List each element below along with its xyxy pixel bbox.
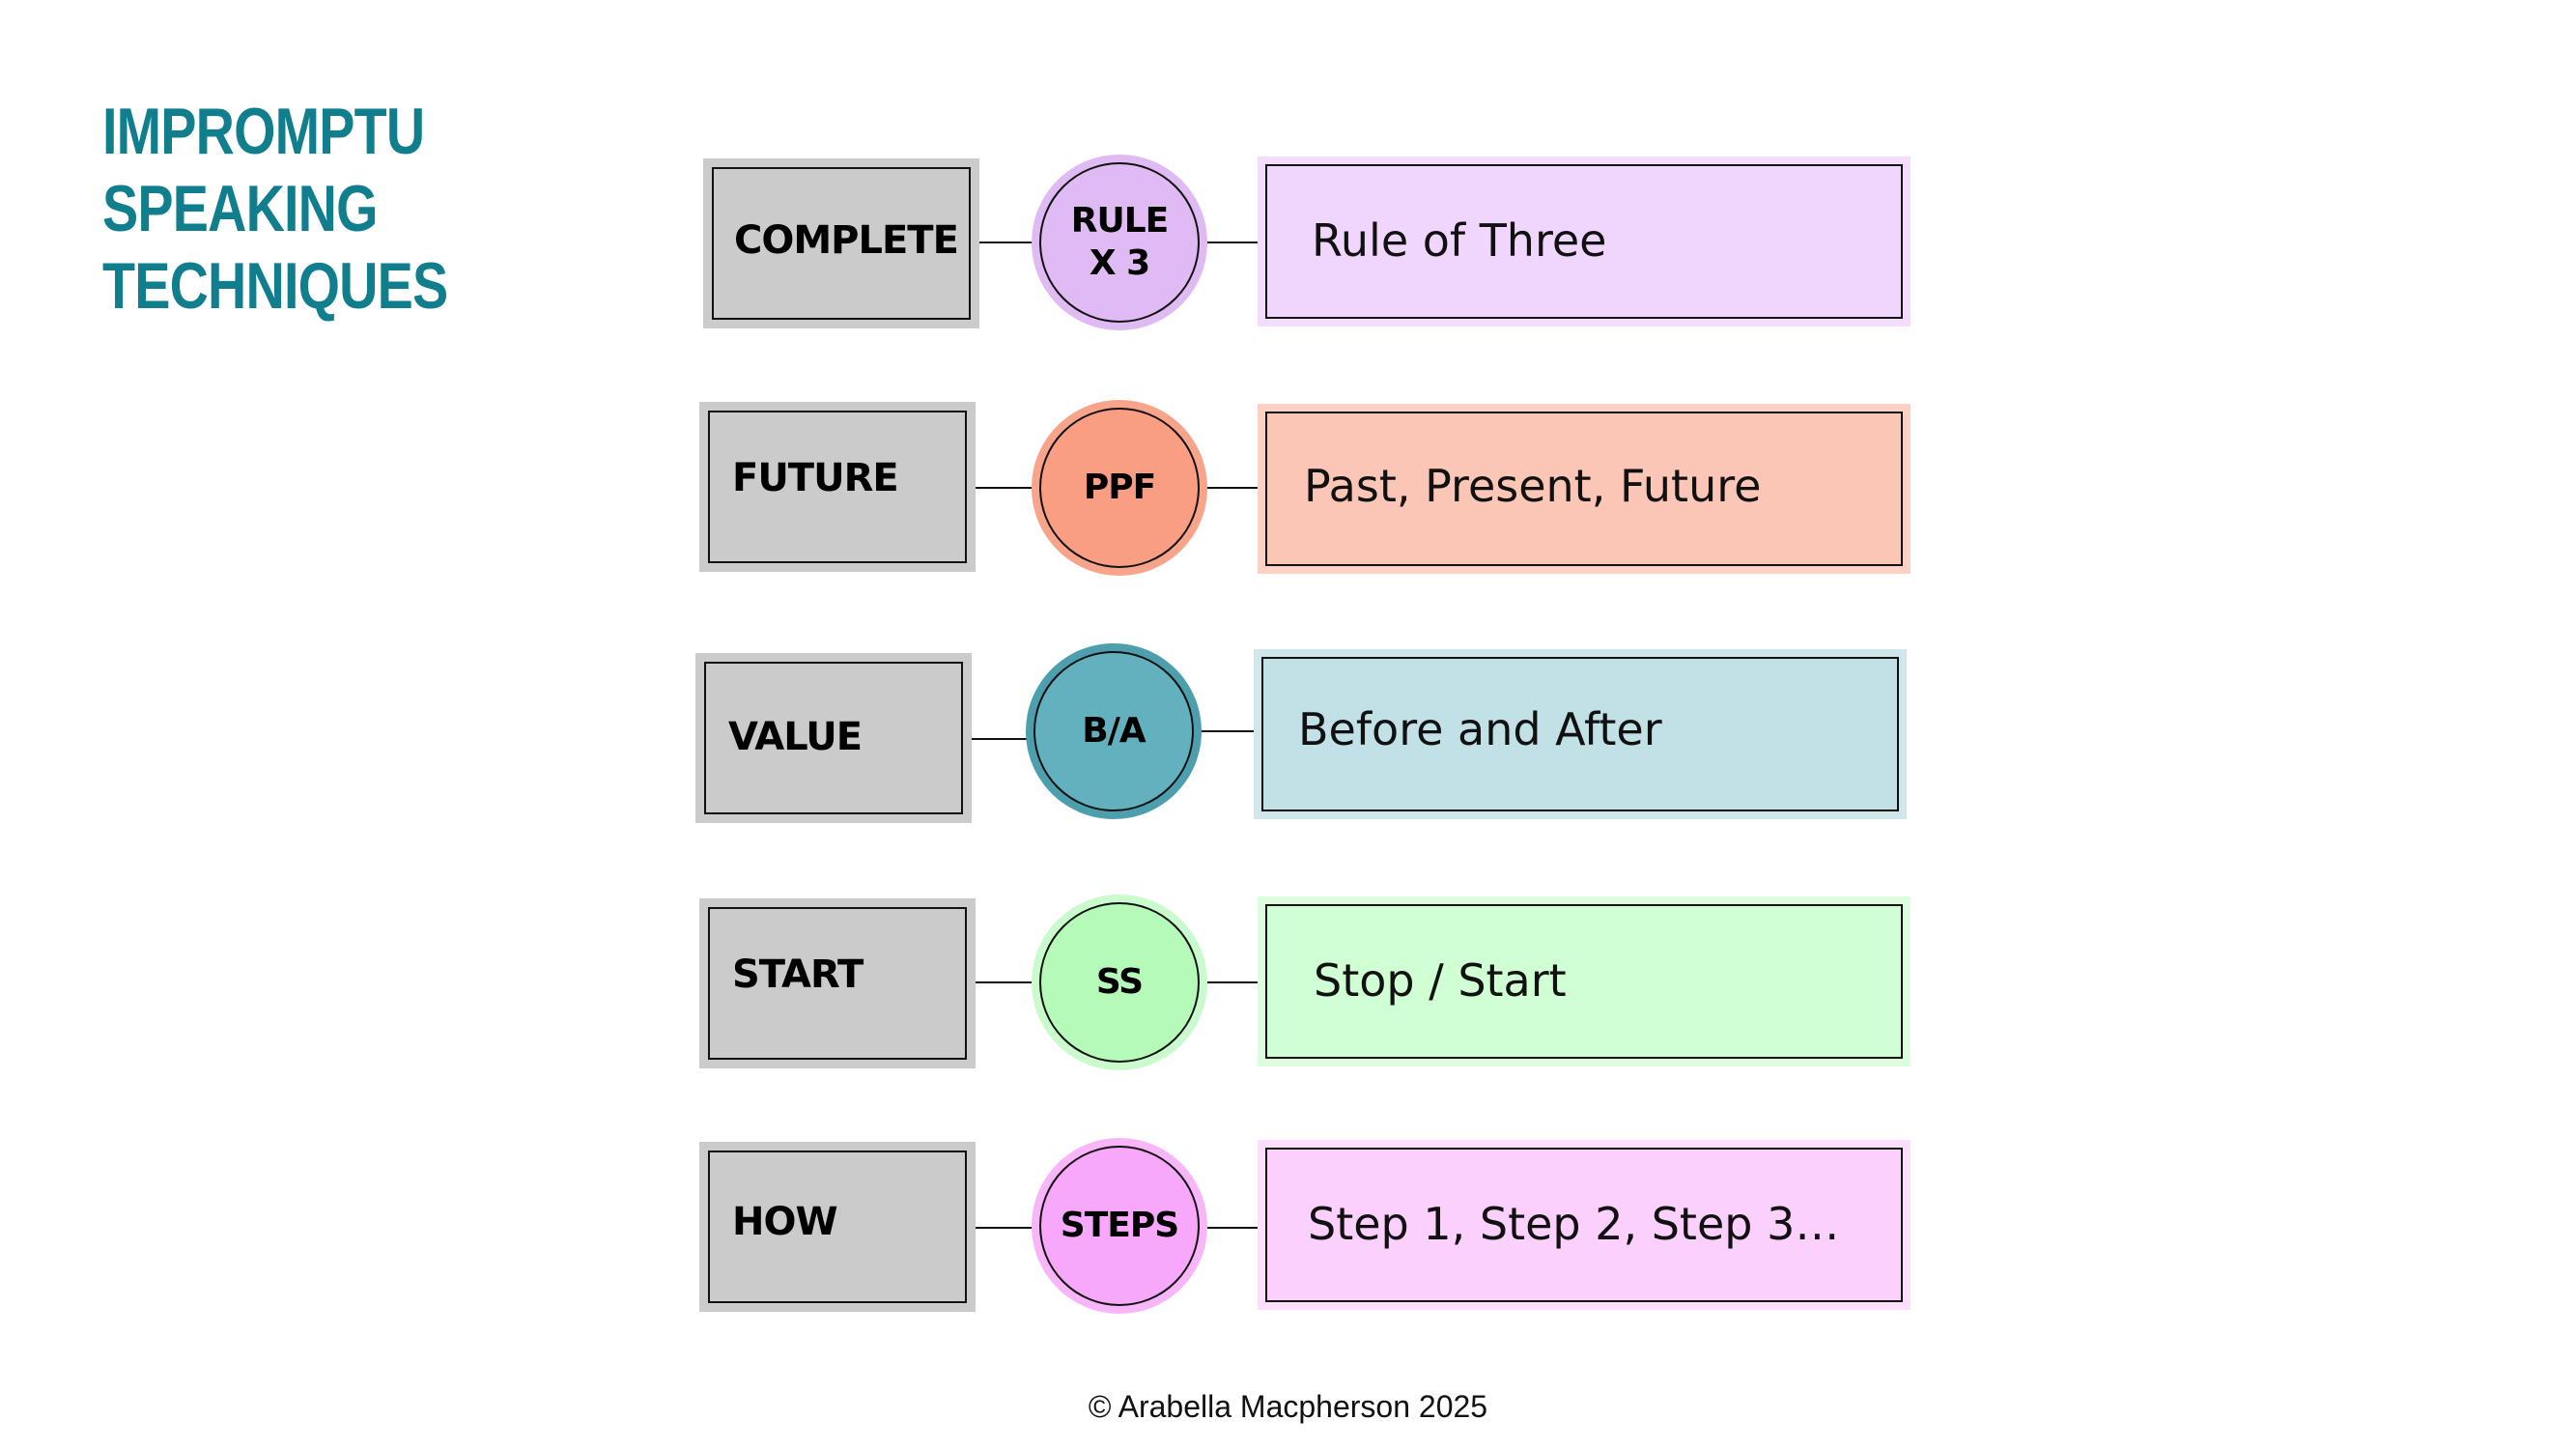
connector-circle-description — [1207, 1227, 1265, 1229]
acronym-label: B/A — [1082, 711, 1146, 751]
keyword-box: HOW — [699, 1142, 976, 1312]
description-box: Stop / Start — [1258, 896, 1911, 1066]
keyword-label: COMPLETE — [734, 218, 959, 263]
technique-row-value: VALUE B/A Before and After — [0, 643, 2576, 823]
connector-circle-description — [1207, 981, 1265, 983]
keyword-box: COMPLETE — [703, 158, 979, 328]
connector-keyword-circle — [968, 738, 1033, 740]
title-line-1: IMPROMPTU — [102, 95, 425, 168]
connector-keyword-circle — [974, 1227, 1037, 1229]
acronym-circle: SS — [1032, 895, 1207, 1070]
acronym-label: PPF — [1083, 468, 1156, 507]
connector-keyword-circle — [977, 242, 1037, 243]
keyword-label: VALUE — [728, 715, 863, 759]
acronym-label: STEPS — [1060, 1206, 1179, 1245]
description-label: Past, Present, Future — [1304, 460, 1762, 512]
keyword-label: START — [732, 952, 863, 997]
acronym-circle: B/A — [1026, 643, 1202, 819]
technique-row-start: START SS Stop / Start — [0, 893, 2576, 1070]
copyright-footer: © Arabella Macpherson 2025 — [0, 1389, 2576, 1425]
connector-circle-description — [1207, 487, 1265, 489]
acronym-circle: PPF — [1032, 400, 1207, 576]
title-line-2: SPEAKING — [102, 172, 379, 245]
acronym-label: RULE X 3 — [1070, 201, 1169, 283]
description-label: Rule of Three — [1312, 214, 1607, 267]
connector-circle-description — [1202, 730, 1260, 732]
connector-circle-description — [1207, 242, 1265, 243]
technique-row-future: FUTURE PPF Past, Present, Future — [0, 400, 2576, 576]
connector-keyword-circle — [974, 981, 1037, 983]
acronym-label: SS — [1095, 962, 1144, 1002]
keyword-box: VALUE — [695, 653, 972, 823]
keyword-box: START — [699, 898, 976, 1068]
keyword-label: FUTURE — [732, 456, 899, 500]
description-label: Before and After — [1298, 703, 1662, 755]
connector-keyword-circle — [974, 487, 1037, 489]
technique-row-complete: COMPLETE RULE X 3 Rule of Three — [0, 155, 2576, 330]
keyword-label: HOW — [732, 1200, 838, 1244]
keyword-box: FUTURE — [699, 402, 976, 572]
copyright-text: © Arabella Macpherson 2025 — [1088, 1389, 1488, 1424]
description-box: Before and After — [1254, 649, 1907, 819]
description-box: Rule of Three — [1258, 156, 1911, 327]
description-label: Step 1, Step 2, Step 3… — [1308, 1198, 1840, 1250]
description-box: Step 1, Step 2, Step 3… — [1258, 1140, 1911, 1310]
acronym-circle: RULE X 3 — [1032, 155, 1207, 330]
description-box: Past, Present, Future — [1258, 404, 1911, 574]
description-label: Stop / Start — [1314, 954, 1567, 1007]
acronym-circle: STEPS — [1032, 1138, 1207, 1314]
technique-row-how: HOW STEPS Step 1, Step 2, Step 3… — [0, 1138, 2576, 1314]
